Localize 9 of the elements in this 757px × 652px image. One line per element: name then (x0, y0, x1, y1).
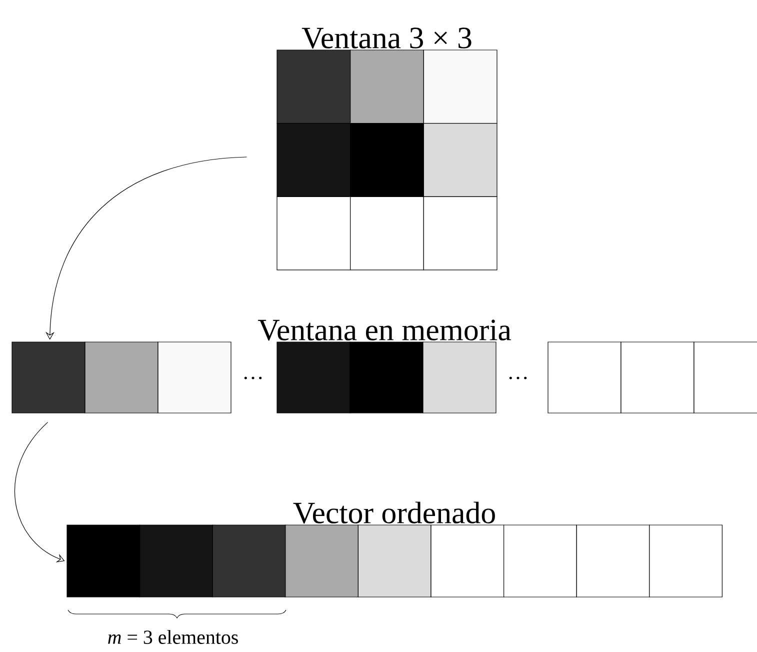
arrow (14, 422, 65, 562)
brace-label: m = 3 elementos (108, 630, 238, 644)
cell-array: Vector ordenado (66, 502, 722, 598)
node-label: Ventana 3 × 3 (302, 28, 472, 49)
ellipsis: … (509, 376, 527, 380)
cell-array: Ventana 3 × 3 (276, 28, 498, 270)
node-label: Ventana en memoria (258, 320, 512, 341)
node-label: Vector ordenado (293, 502, 495, 524)
ellipsis: … (244, 376, 262, 380)
